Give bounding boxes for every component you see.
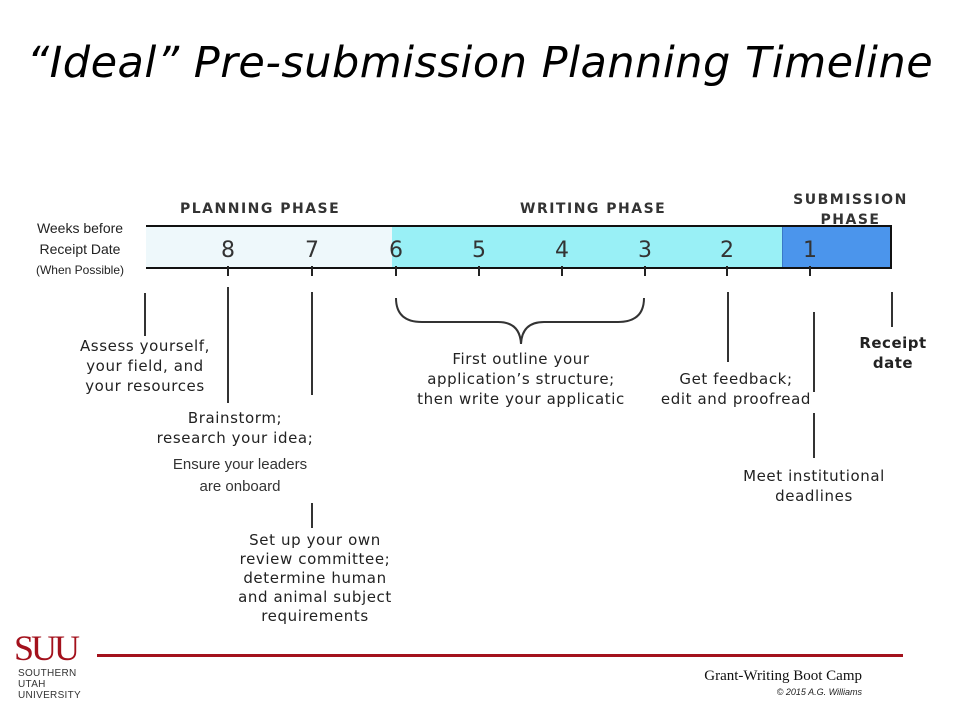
slide-title: “Ideal” Pre-submission Planning Timeline	[26, 38, 934, 88]
week-1: 1	[803, 238, 817, 263]
week-4: 4	[555, 238, 569, 263]
connector-week-1-upper	[813, 312, 815, 392]
suu-logo-line2: UTAH	[18, 679, 46, 690]
writing-phase-segment	[392, 227, 782, 267]
connector-deadlines	[813, 413, 815, 458]
step-feedback-line1: Get feedback;	[679, 370, 793, 388]
submission-phase-line2: PHASE	[820, 212, 881, 228]
tick-week-2	[726, 266, 728, 276]
step-committee-line5: requirements	[261, 607, 369, 625]
step-committee-line4: and animal subject	[238, 588, 392, 606]
step-assess-line2: your field, and	[86, 357, 204, 375]
step-deadlines-line1: Meet institutional	[743, 467, 885, 485]
suu-logo-line1: SOUTHERN	[18, 668, 77, 679]
bar-right-border	[890, 225, 892, 269]
connector-week-7-upper	[311, 292, 313, 395]
submission-phase-segment	[782, 227, 892, 267]
step-outline-line1: First outline your	[452, 350, 590, 368]
tick-week-4	[561, 266, 563, 276]
connector-assess	[144, 293, 146, 336]
suu-logo-mark: SUU	[14, 628, 80, 668]
step-feedback: Get feedback; edit and proofread	[646, 369, 826, 409]
tick-week-5	[478, 266, 480, 276]
step-receipt-line2: date	[872, 354, 914, 372]
step-committee-line2: review committee;	[239, 550, 391, 568]
step-outline-line3: then write your applicatic	[417, 390, 625, 408]
connector-committee	[311, 503, 313, 528]
suu-logo-text: SOUTHERN UTAH UNIVERSITY	[18, 668, 81, 701]
tick-week-7	[311, 266, 313, 276]
step-committee-line1: Set up your own	[249, 531, 381, 549]
week-6: 6	[389, 238, 403, 263]
step-brainstorm-line1: Brainstorm;	[187, 409, 283, 427]
weeks-label-line2: Receipt Date	[39, 241, 121, 257]
week-2: 2	[720, 238, 734, 263]
step-deadlines-line2: deadlines	[775, 487, 853, 505]
connector-feedback	[727, 292, 729, 362]
week-7: 7	[305, 238, 319, 263]
footer-course-title: Grant-Writing Boot Camp	[704, 668, 862, 684]
step-assess: Assess yourself, your field, and your re…	[60, 336, 230, 396]
week-8: 8	[221, 238, 235, 263]
step-committee: Set up your own review committee; determ…	[215, 531, 415, 626]
step-receipt-line1: Receipt	[859, 334, 927, 352]
writing-phase-brace	[395, 297, 645, 345]
step-committee-line3: determine human	[243, 569, 387, 587]
footer-divider	[97, 654, 903, 657]
footer-copyright: © 2015 A.G. Williams	[776, 687, 862, 697]
step-onboard-line1: Ensure your leaders	[172, 456, 308, 473]
submission-phase-label: SUBMISSION PHASE	[783, 190, 918, 230]
step-outline: First outline your application’s structu…	[400, 349, 642, 409]
step-brainstorm-line2: research your idea;	[156, 429, 314, 447]
submission-phase-line1: SUBMISSION	[793, 192, 908, 208]
step-receipt: Receipt date	[848, 333, 938, 373]
step-feedback-line2: edit and proofread	[660, 390, 812, 408]
tick-week-3	[644, 266, 646, 276]
step-onboard-line2: are onboard	[199, 478, 281, 495]
suu-logo-line3: UNIVERSITY	[18, 690, 82, 701]
bar-bottom-border	[146, 267, 892, 269]
step-deadlines: Meet institutional deadlines	[724, 466, 904, 506]
writing-phase-label: WRITING PHASE	[520, 201, 667, 217]
connector-receipt	[891, 292, 893, 327]
submission-divider	[782, 227, 783, 267]
week-3: 3	[638, 238, 652, 263]
step-assess-line3: your resources	[85, 377, 205, 395]
weeks-label-line3: (When Possible)	[35, 263, 125, 277]
step-onboard: Ensure your leaders are onboard	[140, 454, 340, 498]
planning-phase-label: PLANNING PHASE	[180, 201, 341, 217]
tick-week-8	[227, 266, 229, 276]
step-brainstorm: Brainstorm; research your idea;	[135, 408, 335, 448]
bar-top-border	[146, 225, 892, 227]
step-assess-line1: Assess yourself,	[79, 337, 211, 355]
weeks-axis-label: Weeks before Receipt Date (When Possible…	[20, 218, 140, 281]
week-5: 5	[472, 238, 486, 263]
step-outline-line2: application’s structure;	[427, 370, 615, 388]
planning-phase-segment	[146, 227, 392, 267]
weeks-label-line1: Weeks before	[36, 220, 124, 236]
tick-week-1	[809, 266, 811, 276]
connector-brainstorm	[227, 287, 229, 403]
tick-week-6	[395, 266, 397, 276]
